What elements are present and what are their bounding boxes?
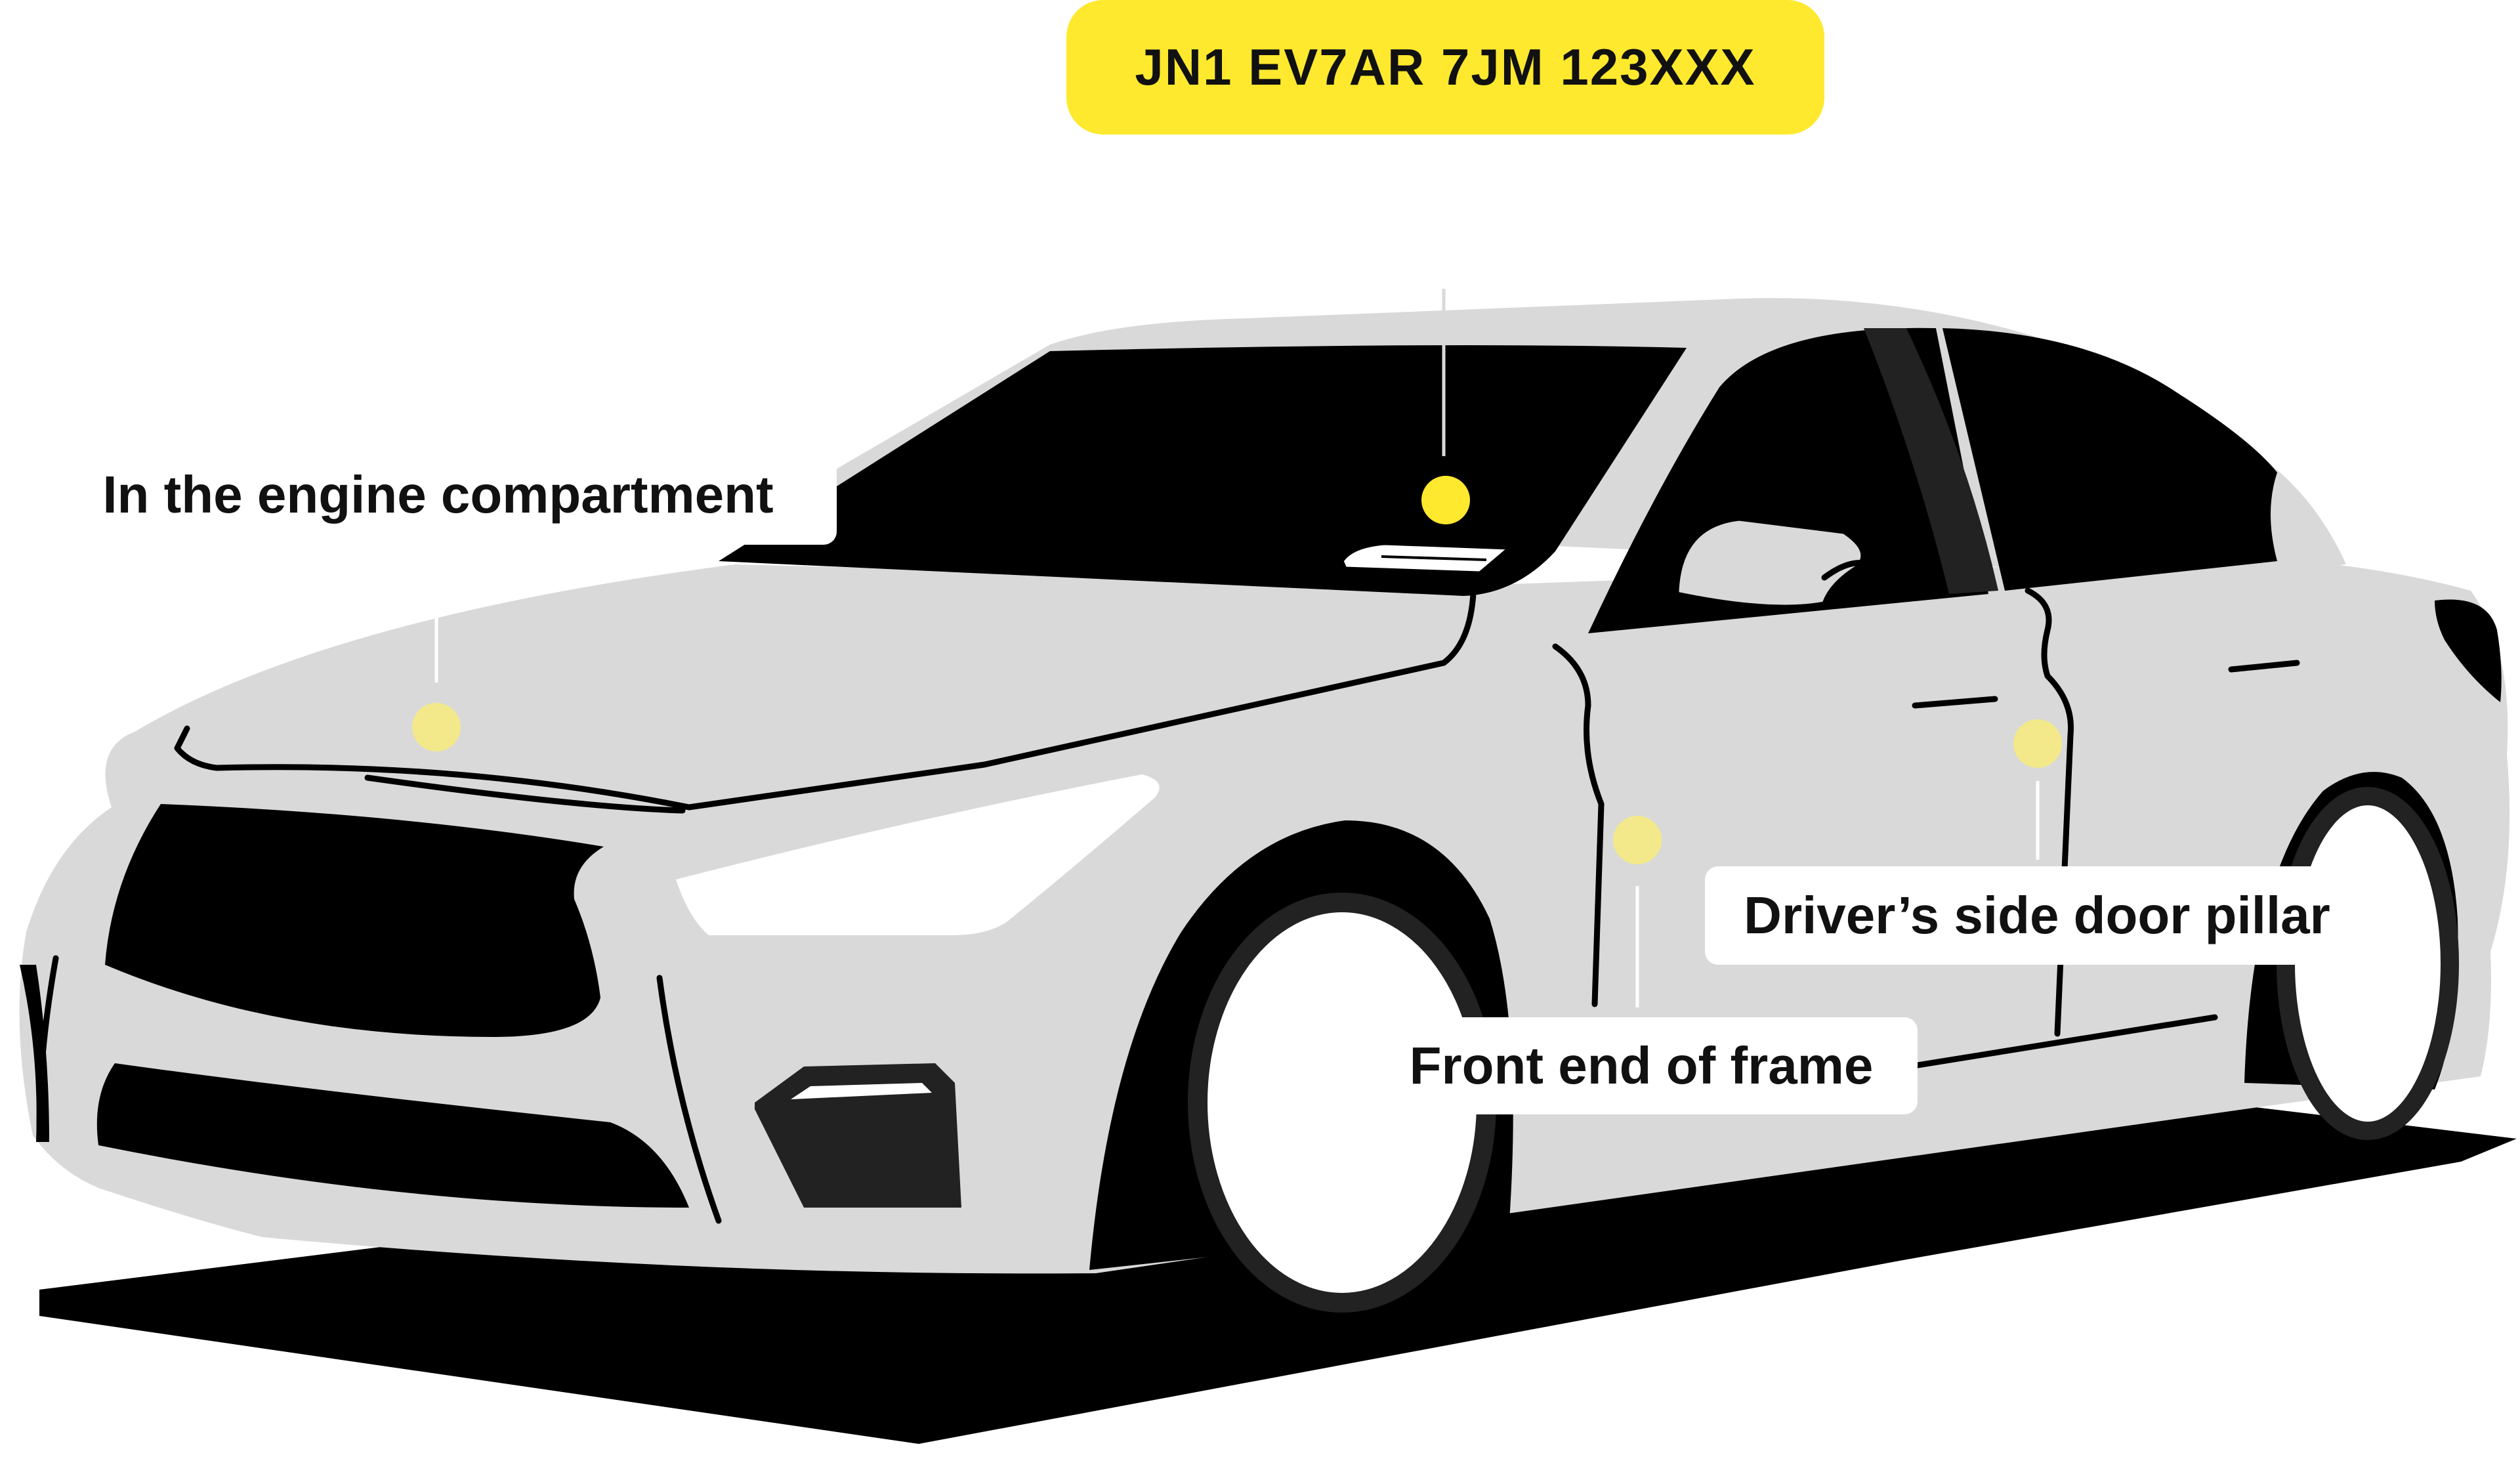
marker-engine: [412, 703, 461, 751]
marker-pillar: [2013, 719, 2062, 768]
vin-badge: JN1 EV7AR 7JM 123XXX: [1066, 0, 1824, 135]
vin-number: JN1 EV7AR 7JM 123XXX: [1135, 37, 1755, 97]
windshield: [719, 345, 1687, 596]
marker-dashboard: [1421, 476, 1470, 524]
door-pillar-label: Driver’s side door pillar: [1705, 866, 2369, 965]
frame-label: Front end of frame: [1365, 1017, 1918, 1114]
engine-compartment-label: In the engine compartment: [39, 445, 837, 545]
marker-frame: [1613, 816, 1662, 864]
